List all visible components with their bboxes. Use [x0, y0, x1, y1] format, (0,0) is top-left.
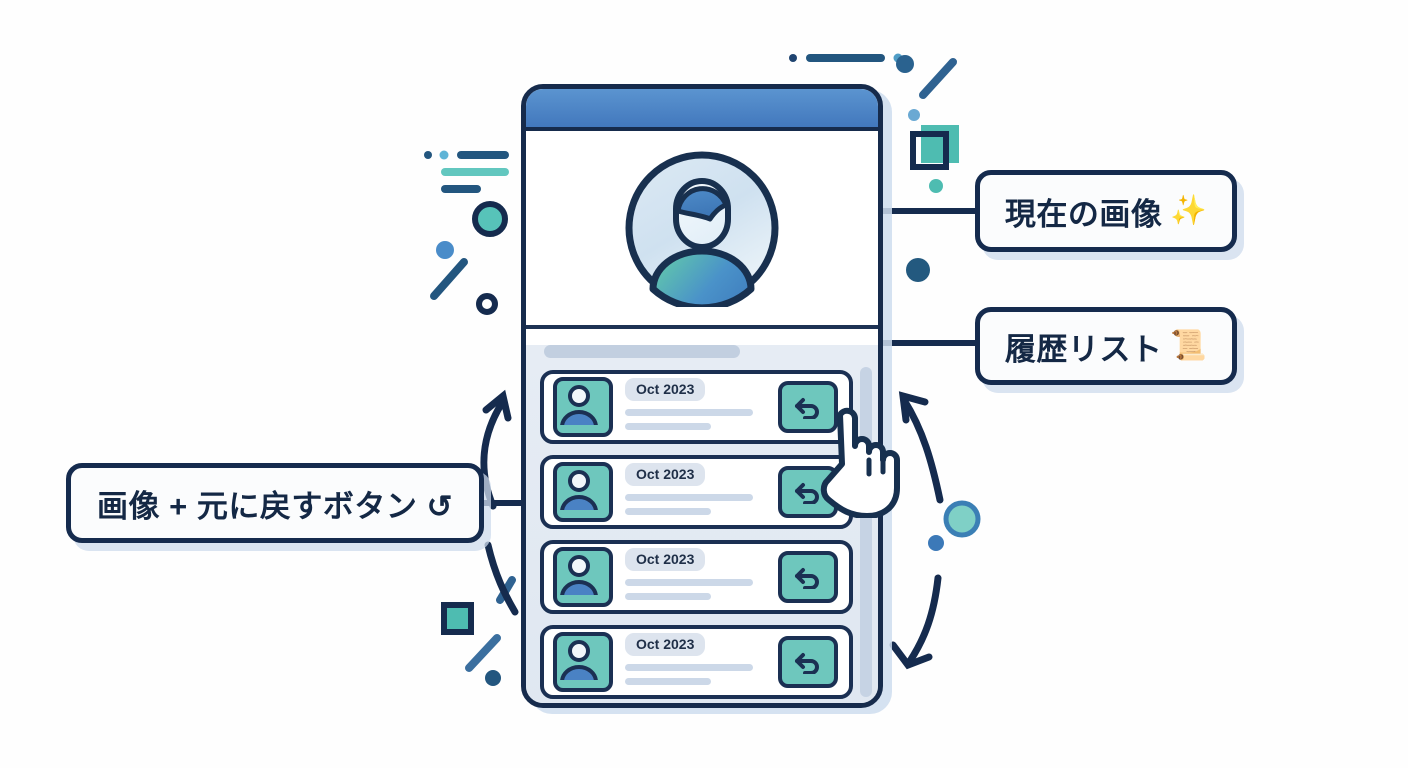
- table-row[interactable]: Oct 2023: [540, 540, 853, 614]
- teal-square-right: [921, 125, 959, 163]
- text-placeholder-line: [625, 422, 711, 430]
- current-avatar[interactable]: [623, 149, 781, 307]
- teal-ring-circle-right: [943, 500, 981, 538]
- text-placeholder-line: [625, 507, 711, 515]
- blue-dot-right-low: [928, 535, 944, 551]
- undo-button[interactable]: [778, 636, 838, 688]
- date-badge: Oct 2023: [625, 547, 706, 571]
- undo-icon: [795, 398, 819, 419]
- text-placeholder-line: [625, 578, 753, 586]
- callout-current-image[interactable]: 現在の画像 ✨: [975, 170, 1237, 252]
- history-meta: Oct 2023: [613, 632, 778, 692]
- text-placeholder-line: [625, 663, 753, 671]
- undo-icon: [795, 653, 819, 674]
- undo-icon: [795, 483, 819, 504]
- text-placeholder-line: [625, 592, 711, 600]
- navy-square-outline-right: [910, 131, 949, 170]
- phone-status-bar: [526, 89, 878, 131]
- callout-item-anatomy[interactable]: 画像 + 元に戻すボタン ↺: [66, 463, 484, 543]
- undo-button[interactable]: [778, 381, 838, 433]
- teal-square-bottom-left: [441, 602, 474, 635]
- list-scrollbar[interactable]: [860, 367, 872, 697]
- text-placeholder-line: [625, 677, 711, 685]
- table-row[interactable]: Oct 2023: [540, 625, 853, 699]
- history-meta: Oct 2023: [613, 547, 778, 607]
- list-title-placeholder: [544, 345, 740, 358]
- date-badge: Oct 2023: [625, 632, 706, 656]
- current-image-section: [526, 131, 878, 329]
- history-thumbnail[interactable]: [553, 377, 613, 437]
- left-arrow-tail: [484, 541, 519, 616]
- text-placeholder-line: [625, 493, 753, 501]
- callout-label: 履歴リスト: [1004, 331, 1163, 367]
- teal-ring-circle-left: [472, 201, 508, 237]
- navy-dot-top-right: [896, 55, 914, 73]
- diagonal-line-left: [430, 258, 468, 300]
- history-thumbnail[interactable]: [553, 462, 613, 522]
- history-meta: Oct 2023: [613, 377, 778, 437]
- undo-button[interactable]: [778, 551, 838, 603]
- teal-dot-right: [929, 179, 943, 193]
- dashed-lines-left: [424, 150, 509, 193]
- blue-dot-left: [436, 241, 454, 259]
- callout-label: 画像 + 元に戻すボタン ↺: [97, 488, 453, 524]
- dashed-line-top-right: [789, 53, 903, 63]
- blue-dot-top-right-small: [908, 109, 920, 121]
- right-arrow-down: [889, 574, 942, 670]
- text-placeholder-line: [625, 408, 753, 416]
- undo-icon: [795, 568, 819, 589]
- phone-mockup: Oct 2023: [521, 84, 883, 708]
- undo-button[interactable]: [778, 466, 838, 518]
- history-meta: Oct 2023: [613, 462, 778, 522]
- date-badge: Oct 2023: [625, 462, 706, 486]
- table-row[interactable]: Oct 2023: [540, 455, 853, 529]
- date-badge: Oct 2023: [625, 377, 706, 401]
- navy-dot-bottom-left: [485, 670, 501, 686]
- scroll-icon: 📜: [1170, 329, 1208, 362]
- navy-ring-left: [476, 293, 498, 315]
- navy-dot-right-mid: [906, 258, 930, 282]
- right-arrow-up: [898, 391, 944, 504]
- diagonal-line-bottom-left: [465, 634, 501, 672]
- sparkles-icon: ✨: [1170, 194, 1208, 227]
- left-arrow-up: [480, 389, 512, 510]
- history-list-section: Oct 2023: [526, 345, 878, 703]
- table-row[interactable]: Oct 2023: [540, 370, 853, 444]
- history-thumbnail[interactable]: [553, 632, 613, 692]
- callout-label: 現在の画像: [1004, 196, 1163, 232]
- history-thumbnail[interactable]: [553, 547, 613, 607]
- diagonal-line-top-right: [919, 58, 957, 99]
- callout-history-list[interactable]: 履歴リスト 📜: [975, 307, 1237, 385]
